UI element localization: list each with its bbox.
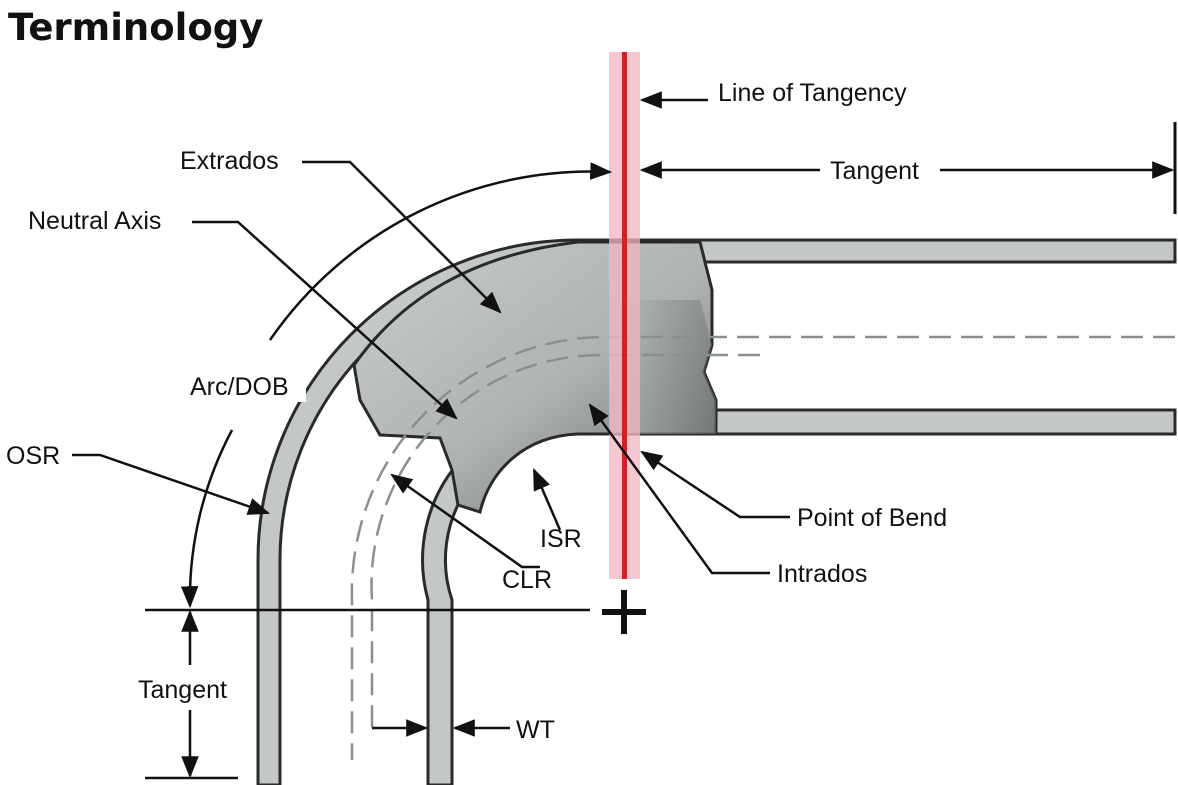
svg-text:Neutral Axis: Neutral Axis xyxy=(28,207,161,235)
label-clr: CLR xyxy=(502,566,552,594)
svg-text:Intrados: Intrados xyxy=(777,560,867,588)
label-osr: OSR xyxy=(6,442,60,470)
tube-outer-wall xyxy=(256,238,1177,785)
label-tangent-left: Tangent xyxy=(134,670,246,704)
svg-text:WT: WT xyxy=(516,716,555,744)
label-line-of-tangency: Line of Tangency xyxy=(718,79,907,107)
svg-text:Tangent: Tangent xyxy=(830,157,919,185)
svg-text:Tangent: Tangent xyxy=(138,676,227,704)
arc-dob-dimension xyxy=(268,162,613,341)
label-tangent-top: Tangent xyxy=(824,152,936,186)
label-intrados: Intrados xyxy=(777,560,867,588)
label-wt: WT xyxy=(516,716,555,744)
label-arc-dob: Arc/DOB xyxy=(186,368,306,402)
hidden-centerlines xyxy=(350,335,1175,760)
svg-text:Line of Tangency: Line of Tangency xyxy=(718,79,907,107)
line-of-tangency-marker xyxy=(609,52,640,579)
tangent-top-dimension xyxy=(639,122,1177,214)
svg-text:ISR: ISR xyxy=(540,525,582,553)
svg-text:Extrados: Extrados xyxy=(180,147,279,175)
svg-text:OSR: OSR xyxy=(6,442,60,470)
label-point-of-bend: Point of Bend xyxy=(797,504,947,532)
label-isr: ISR xyxy=(540,525,582,553)
label-extrados: Extrados xyxy=(180,147,279,175)
svg-text:Point of Bend: Point of Bend xyxy=(797,504,947,532)
bend-center-plus xyxy=(602,590,646,634)
svg-text:CLR: CLR xyxy=(502,566,552,594)
label-neutral-axis: Neutral Axis xyxy=(28,207,161,235)
diagram-title: Terminology xyxy=(8,6,263,49)
arc-dob-lower-arrow xyxy=(180,429,234,609)
leader-lines xyxy=(72,91,790,575)
svg-text:Arc/DOB: Arc/DOB xyxy=(190,373,289,401)
